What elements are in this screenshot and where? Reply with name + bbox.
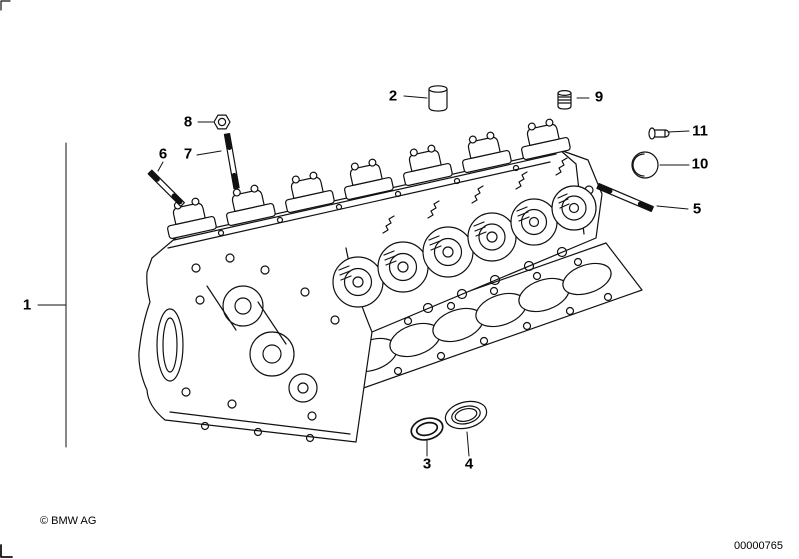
callout-9[interactable]: 9 <box>594 88 604 106</box>
head-gasket <box>298 242 643 399</box>
core-plug-cap-part <box>631 151 659 179</box>
stud-6-part <box>147 169 185 207</box>
seal-ring-4-part <box>444 400 488 430</box>
sealing-plug-part <box>557 89 572 110</box>
callout-5[interactable]: 5 <box>692 200 702 218</box>
hex-nut-part <box>213 114 231 130</box>
callout-8[interactable]: 8 <box>183 113 193 131</box>
callout-1[interactable]: 1 <box>22 296 32 314</box>
cam-bearing-towers <box>167 118 571 240</box>
callout-6[interactable]: 6 <box>158 145 168 163</box>
callout-10[interactable]: 10 <box>691 155 709 173</box>
leader-lines <box>37 95 690 457</box>
valve-bores <box>332 157 597 308</box>
seal-ring-3-part <box>410 417 444 441</box>
plug-11-part <box>648 127 670 140</box>
stud-7-part <box>223 132 240 190</box>
callout-4[interactable]: 4 <box>464 455 474 473</box>
callout-11[interactable]: 11 <box>692 122 708 140</box>
callout-2[interactable]: 2 <box>388 87 398 105</box>
stud-5-part <box>596 183 654 213</box>
callout-3[interactable]: 3 <box>422 455 432 473</box>
tappet-part <box>428 85 448 112</box>
document-number: 00000765 <box>734 540 783 552</box>
crop-marks <box>0 0 13 558</box>
copyright-text: © BMW AG <box>40 515 97 527</box>
callout-7[interactable]: 7 <box>183 145 193 163</box>
